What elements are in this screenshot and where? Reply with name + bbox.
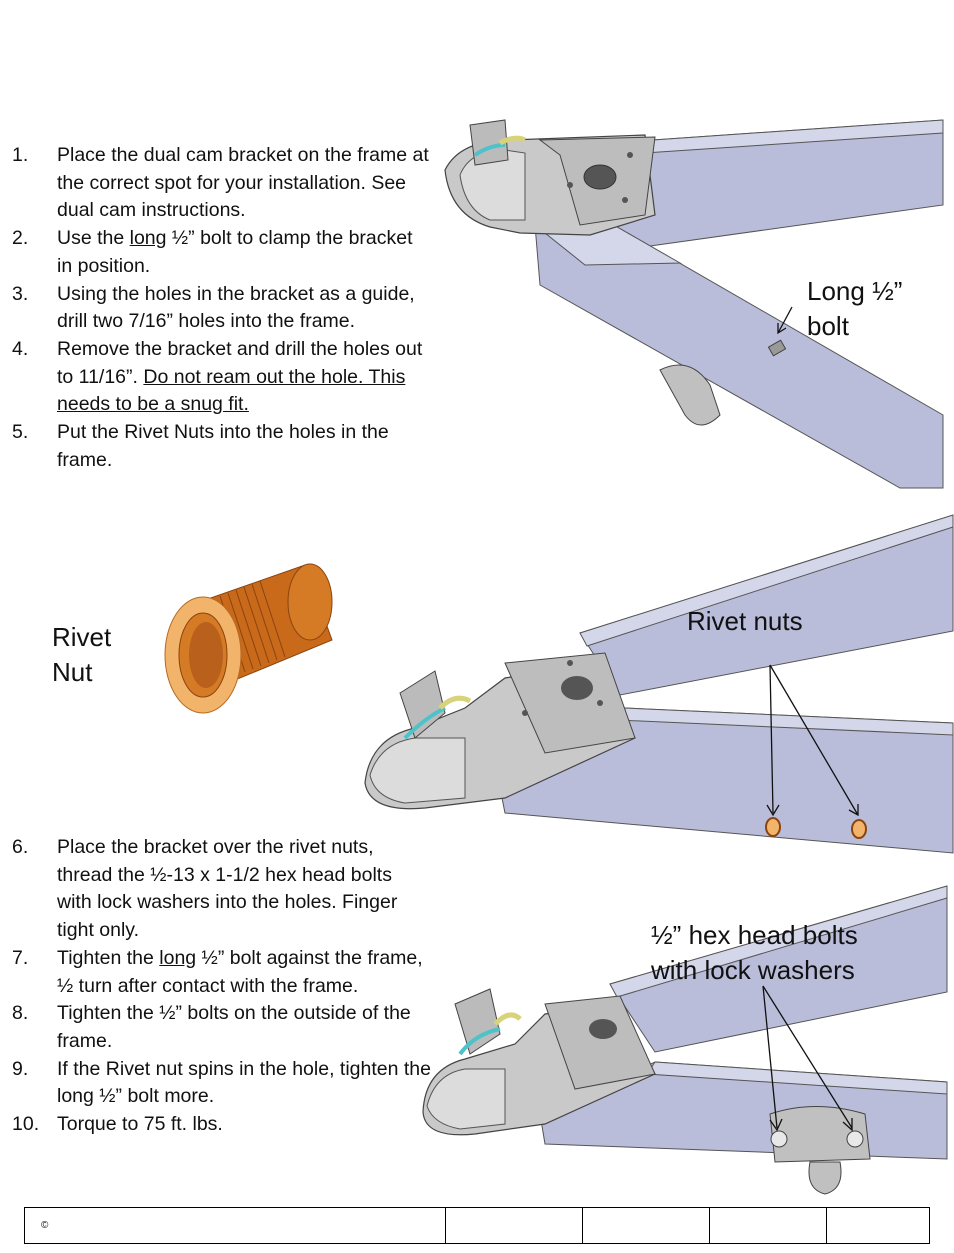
step-number: 4. (12, 337, 29, 360)
step-item: 5. Put the Rivet Nuts into the holes in t… (12, 419, 432, 474)
step-text: Tighten the (57, 946, 160, 969)
footer-cell-2 (445, 1207, 583, 1244)
footer-cell-3 (582, 1207, 710, 1244)
step-item: 7. Tighten the long ½” bolt against the f… (12, 945, 432, 1000)
callout-long-bolt: Long ½” bolt (807, 274, 902, 344)
steps-list-bottom: 6. Place the bracket over the rivet nuts,… (12, 834, 432, 1139)
step-item: 8. Tighten the ½” bolts on the outside of… (12, 1000, 432, 1055)
step-text: Use the (57, 227, 130, 250)
callout-hex-bolts-line2: with lock washers (651, 955, 855, 985)
figure-rivet-nuts (364, 514, 954, 854)
step-number: 3. (12, 282, 29, 305)
copyright-symbol: © (41, 1220, 49, 1231)
step-text: Place the dual cam bracket on the frame … (57, 144, 429, 222)
callout-hex-bolts: ½” hex head bolts with lock washers (651, 918, 858, 988)
figure-hex-bolts (422, 885, 948, 1195)
step-text: ½” bolt against the frame, ½ turn after … (57, 946, 423, 997)
callout-long-bolt-line1: Long ½” (807, 276, 903, 306)
step-text-underlined: long (129, 227, 167, 250)
figure-rivet-nut (164, 563, 333, 714)
callout-long-bolt-line2: bolt (807, 311, 849, 341)
step-item: 10. Torque to 75 ft. lbs. (12, 1111, 432, 1139)
footer-cell-4 (709, 1207, 827, 1244)
callout-rivet-nut: Rivet Nut (52, 620, 111, 690)
step-number: 8. (12, 1002, 29, 1025)
step-text: Remove the bracket and drill the holes o… (57, 337, 423, 388)
step-item: 9. If the Rivet nut spins in the hole, ti… (12, 1056, 432, 1111)
step-number: 10. (12, 1113, 40, 1136)
callout-rivet-nuts: Rivet nuts (687, 606, 803, 636)
step-item: 2. Use the long ½” bolt to clamp the brac… (12, 225, 432, 280)
step-text: Place the bracket over the rivet nuts, t… (57, 836, 398, 942)
footer-copyright-cell: © (24, 1207, 446, 1244)
step-number: 1. (12, 144, 29, 166)
step-number: 9. (12, 1057, 29, 1080)
callout-hex-bolts-line1: ½” hex head bolts (651, 920, 858, 950)
step-item: 3. Using the holes in the bracket as a gu… (12, 281, 432, 336)
step-text: Using the holes in the bracket as a guid… (57, 282, 415, 333)
step-number: 5. (12, 421, 29, 444)
step-text-underlined: long (159, 946, 197, 969)
step-number: 6. (12, 836, 29, 858)
step-item: 1. Place the dual cam bracket on the fram… (12, 142, 432, 225)
step-text: ½” bolt to clamp the bracket in position… (57, 227, 413, 277)
callout-rivet-nut-line2: Nut (52, 657, 93, 687)
figure-frame-bracket (444, 119, 944, 489)
step-text: If the Rivet nut spins in the hole, tigh… (57, 1057, 431, 1108)
step-text-underlined: Do not ream out the hole. This needs to … (57, 365, 406, 416)
step-item: 6. Place the bracket over the rivet nuts,… (12, 834, 432, 945)
callout-rivet-nut-line1: Rivet (52, 622, 112, 652)
footer-table: © (24, 1207, 930, 1244)
step-text: Torque to 75 ft. lbs. (57, 1113, 223, 1136)
step-number: 7. (12, 946, 29, 969)
step-number: 2. (12, 227, 29, 250)
step-text: Tighten the ½” bolts on the outside of t… (57, 1002, 411, 1052)
step-text: Put the Rivet Nuts into the holes in the… (57, 421, 389, 471)
steps-list-top: 1. Place the dual cam bracket on the fram… (12, 142, 432, 474)
footer-cell-5 (826, 1207, 930, 1244)
step-item: 4. Remove the bracket and drill the holes… (12, 336, 432, 419)
